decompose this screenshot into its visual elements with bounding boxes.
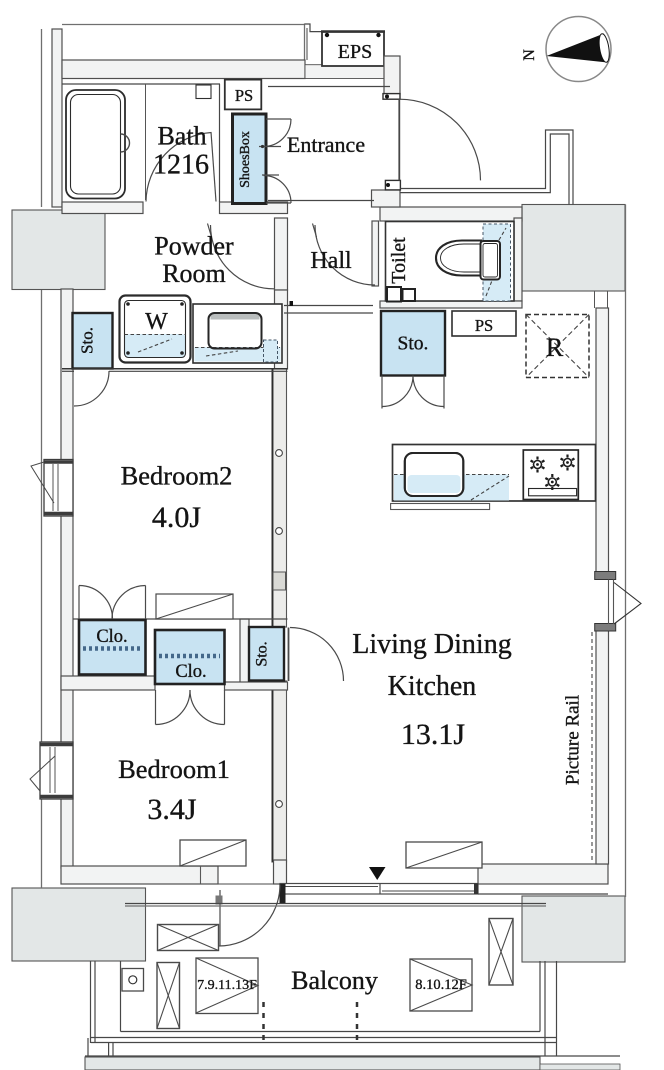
svg-text:PS: PS xyxy=(475,316,493,335)
svg-text:Sto.: Sto. xyxy=(398,334,429,355)
svg-text:Living Dining: Living Dining xyxy=(352,629,511,660)
svg-text:Clo.: Clo. xyxy=(96,627,127,647)
svg-text:Kitchen: Kitchen xyxy=(388,671,477,702)
svg-text:4.0J: 4.0J xyxy=(152,501,202,534)
svg-text:13.1J: 13.1J xyxy=(401,718,466,751)
svg-text:Picture Rail: Picture Rail xyxy=(563,695,584,785)
svg-text:Room: Room xyxy=(162,259,226,288)
svg-text:PS: PS xyxy=(235,86,253,105)
svg-text:ShoesBox: ShoesBox xyxy=(238,131,253,188)
svg-text:Bath: Bath xyxy=(157,122,206,151)
svg-text:7.9.11.13F: 7.9.11.13F xyxy=(197,978,257,993)
svg-text:1216: 1216 xyxy=(153,150,209,181)
svg-text:R: R xyxy=(546,333,564,362)
svg-text:Bedroom2: Bedroom2 xyxy=(121,461,233,491)
svg-text:Sto.: Sto. xyxy=(254,641,271,666)
svg-text:Clo.: Clo. xyxy=(175,662,206,682)
svg-text:Bedroom1: Bedroom1 xyxy=(118,754,230,784)
svg-text:8.10.12F: 8.10.12F xyxy=(415,977,467,993)
svg-text:3.4J: 3.4J xyxy=(147,793,197,826)
svg-text:W: W xyxy=(145,309,168,335)
svg-text:Balcony: Balcony xyxy=(291,966,378,995)
svg-text:Powder: Powder xyxy=(154,232,234,261)
svg-text:EPS: EPS xyxy=(338,41,372,63)
svg-text:Toilet: Toilet xyxy=(388,237,410,284)
svg-text:N: N xyxy=(521,49,538,61)
svg-text:Entrance: Entrance xyxy=(287,132,365,157)
svg-text:Sto.: Sto. xyxy=(78,327,97,354)
svg-text:Hall: Hall xyxy=(310,248,352,274)
